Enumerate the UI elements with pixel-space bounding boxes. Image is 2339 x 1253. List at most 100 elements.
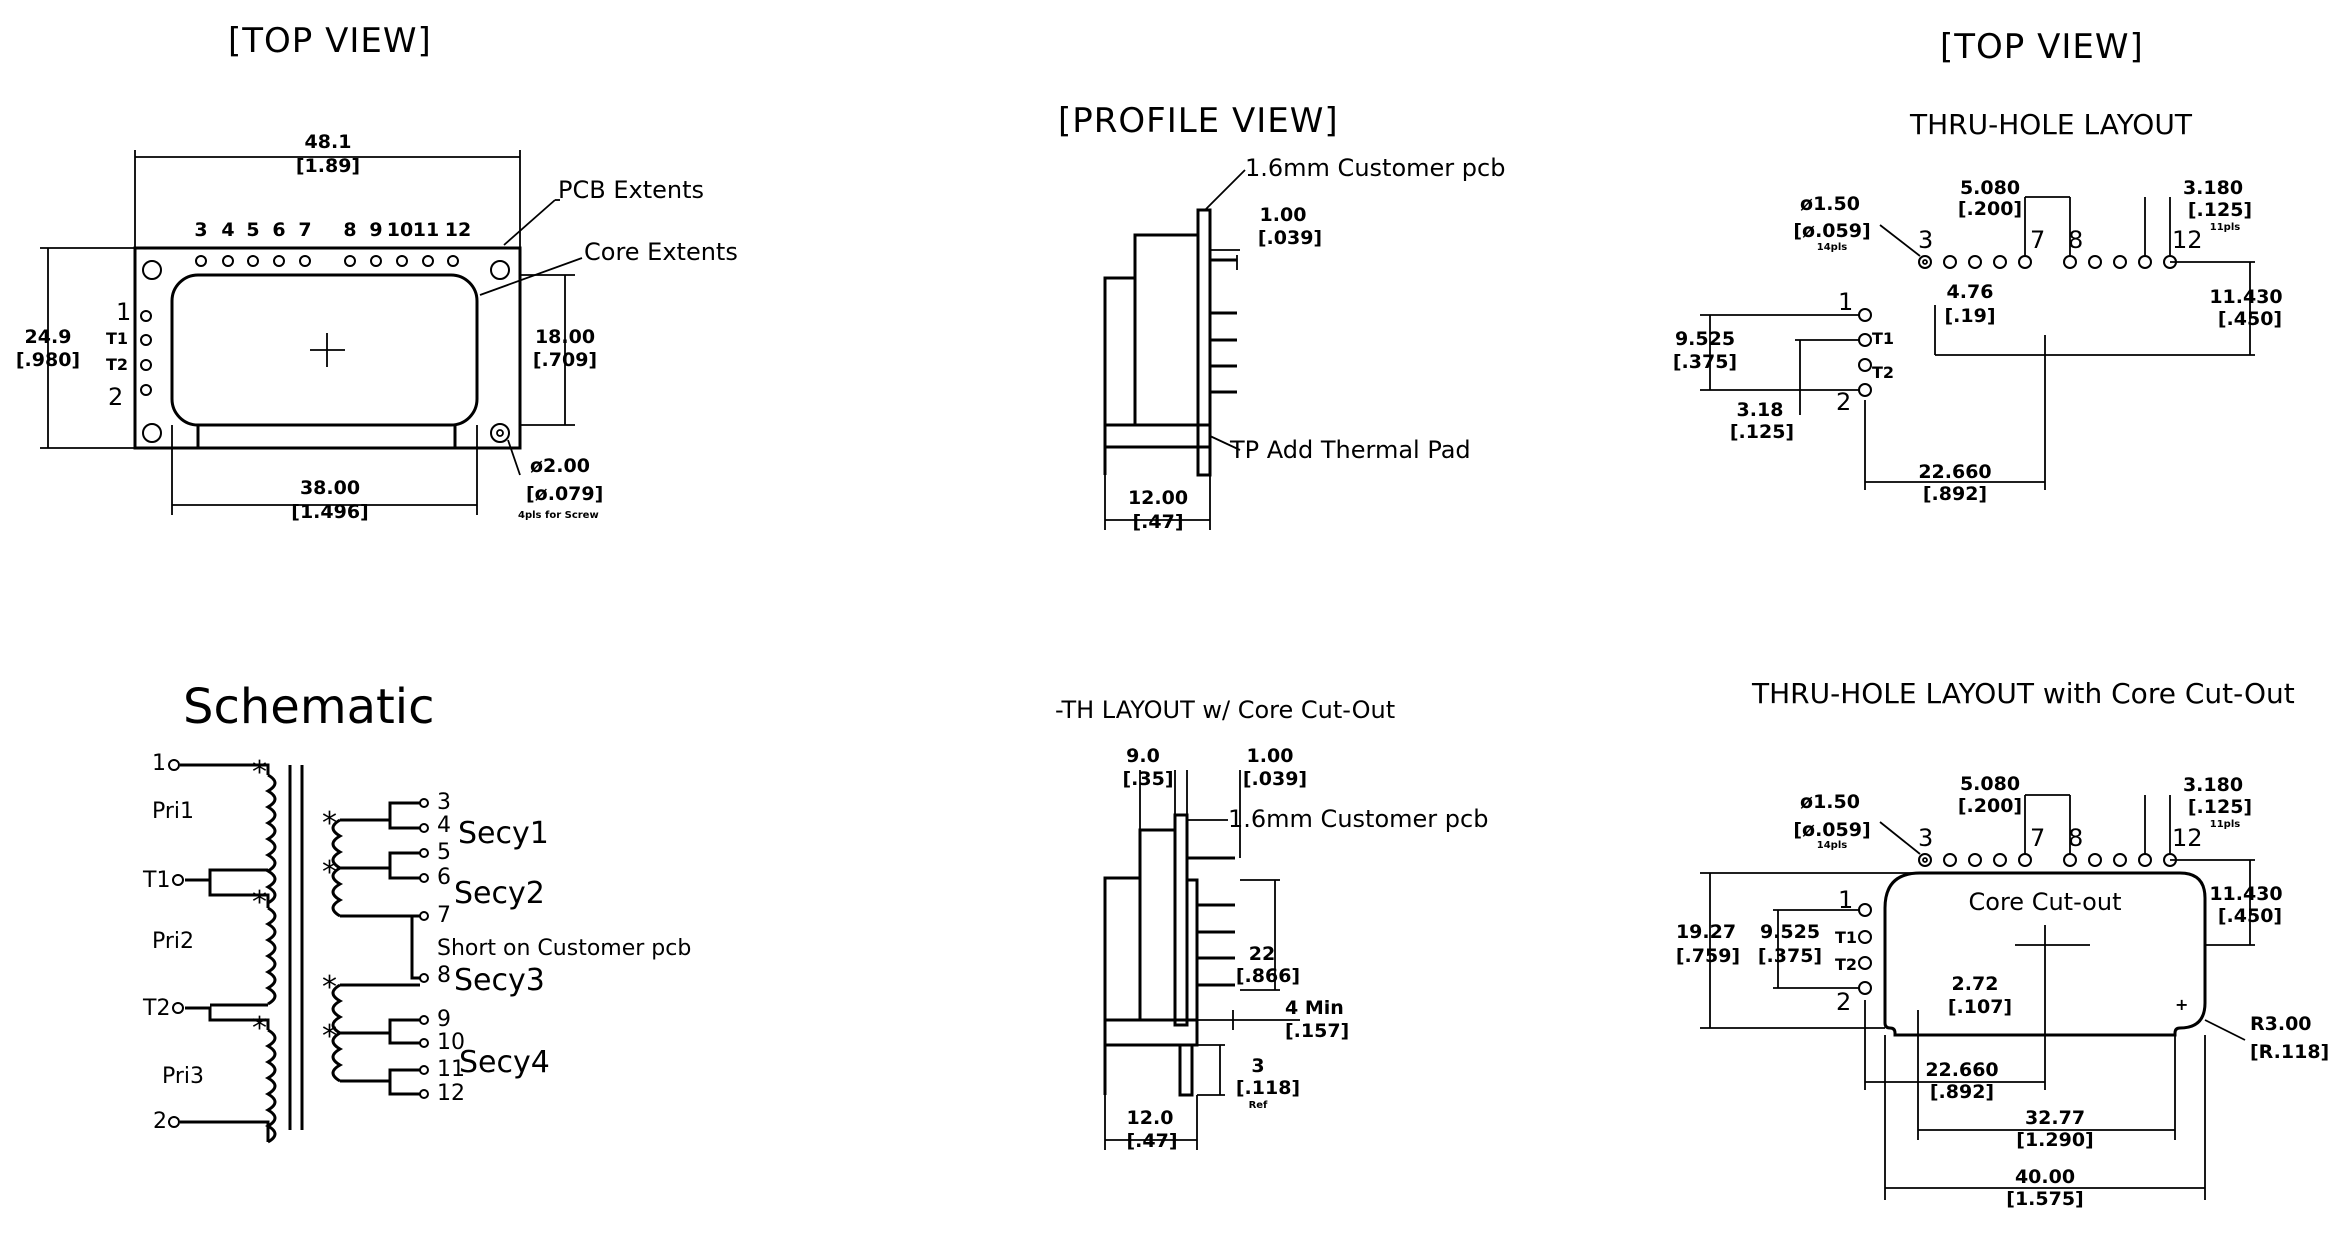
cutout-pin-7-label: 7 xyxy=(2030,824,2045,852)
screw-diameter: ø2.00 xyxy=(530,455,590,477)
sch-pin-8: 8 xyxy=(437,963,451,988)
dim-100: 1.00 xyxy=(1247,745,1294,767)
pin-1-label-r: 1 xyxy=(1838,288,1853,316)
core-height-mm: 18.00 xyxy=(535,326,595,348)
cutout-dim-11430-in: [.450] xyxy=(2218,905,2282,927)
secy2-winding xyxy=(331,866,344,918)
pin-label: 5 xyxy=(246,219,259,241)
pin-t1-label: T1 xyxy=(106,329,128,348)
top-pin-row xyxy=(195,255,459,267)
profile-offset-mm: 1.00 xyxy=(1260,204,1307,226)
pin-label: 12 xyxy=(445,219,471,241)
dim-3-ref: Ref xyxy=(1249,1100,1268,1111)
short-note: Short on Customer pcb xyxy=(437,936,691,961)
dim-90: 9.0 xyxy=(1126,745,1160,767)
profile-pcb-label: 1.6mm Customer pcb xyxy=(1245,154,1505,182)
hole-note: 14pls xyxy=(1817,242,1848,253)
cutout-dim-22660-in: [.892] xyxy=(1930,1081,1994,1103)
cutout-pin-3-label: 3 xyxy=(1918,824,1933,852)
thermal-pad-label: TP Add Thermal Pad xyxy=(1229,436,1471,464)
cutout-dim-1927-in: [.759] xyxy=(1676,945,1740,967)
secy4-winding xyxy=(331,1031,344,1083)
th-cutout-pcb-label: 1.6mm Customer pcb xyxy=(1228,805,1488,833)
dim-318-in: [.125] xyxy=(1730,421,1794,443)
pcb-outline xyxy=(133,246,522,450)
pin-label: 11 xyxy=(413,219,439,241)
thru-hole-pin-row xyxy=(1918,255,2177,269)
width-mm: 48.1 xyxy=(305,131,352,153)
dim-22-in: [.866] xyxy=(1236,965,1300,987)
svg-text:*: * xyxy=(252,755,267,790)
cutout-dim-4000: 40.00 xyxy=(2015,1166,2075,1188)
dim-3-in: [.118] xyxy=(1236,1077,1300,1099)
cutout-pin-row xyxy=(1918,853,2177,867)
dim-4min: 4 Min xyxy=(1285,997,1344,1019)
screw-note: 4pls for Screw xyxy=(518,510,599,521)
cutout-pin-t2-label: T2 xyxy=(1835,955,1857,974)
cutout-hole-diameter: ø1.50 xyxy=(1800,791,1860,813)
pin-label: 4 xyxy=(221,219,234,241)
dim-120-in: [.47] xyxy=(1126,1130,1177,1152)
pin-label: 3 xyxy=(194,219,207,241)
cutout-dim-3277: 32.77 xyxy=(2025,1107,2085,1129)
profile-view-title: [PROFILE VIEW] xyxy=(1058,101,1339,141)
cutout-step-mm: 3.180 xyxy=(2183,774,2243,796)
cutout-hole-diameter-in: [ø.059] xyxy=(1793,819,1870,841)
secy2-label: Secy2 xyxy=(454,876,545,911)
cutout-layout-title: THRU-HOLE LAYOUT with Core Cut-Out xyxy=(1751,677,2295,710)
pin-label: 6 xyxy=(272,219,285,241)
secy3-label: Secy3 xyxy=(454,963,545,998)
top-view-left-title: [TOP VIEW] xyxy=(228,21,432,61)
pri3-winding xyxy=(264,1028,277,1144)
sch-pin-12: 12 xyxy=(437,1081,465,1106)
sch-pin-9: 9 xyxy=(437,1007,451,1032)
svg-text:*: * xyxy=(322,970,337,1005)
profile-width-mm: 12.00 xyxy=(1128,487,1188,509)
pin-label: 7 xyxy=(298,219,311,241)
step-note: 11pls xyxy=(2210,222,2241,233)
pri1-label: Pri1 xyxy=(152,799,194,824)
svg-text:*: * xyxy=(322,855,337,890)
cutout-pitch-mm: 5.080 xyxy=(1960,773,2020,795)
svg-text:*: * xyxy=(322,1019,337,1054)
step-in: [.125] xyxy=(2188,199,2252,221)
cutout-dim-272: 2.72 xyxy=(1952,973,1999,995)
top-view-left: [TOP VIEW] 48.1 [1.89] 3 4 5 6 7 xyxy=(16,21,738,523)
pcb-extents-label: PCB Extents xyxy=(558,176,704,204)
step-mm: 3.180 xyxy=(2183,177,2243,199)
profile-width-in: [.47] xyxy=(1132,511,1183,533)
secy3-winding xyxy=(331,983,344,1035)
pin-label: 9 xyxy=(369,219,382,241)
svg-text:+: + xyxy=(2175,995,2188,1014)
pin-2-label: 2 xyxy=(108,383,123,411)
dim-22: 22 xyxy=(1249,943,1275,965)
pin-t2-label-r: T2 xyxy=(1872,363,1894,382)
pin-12-label: 12 xyxy=(2172,226,2203,254)
pin-t1-label-r: T1 xyxy=(1872,329,1894,348)
pin-8-label: 8 xyxy=(2068,226,2083,254)
dim-3: 3 xyxy=(1251,1055,1264,1077)
core-extents-label: Core Extents xyxy=(584,238,738,266)
cutout-pin-t1-label: T1 xyxy=(1835,928,1857,947)
width-in: [1.89] xyxy=(296,155,360,177)
dim-4min-in: [.157] xyxy=(1285,1020,1349,1042)
cutout-dim-3277-in: [1.290] xyxy=(2016,1129,2093,1151)
cutout-step-note: 11pls xyxy=(2210,819,2241,830)
svg-text:*: * xyxy=(322,806,337,841)
core-cutout-label: Core Cut-out xyxy=(1969,888,2122,916)
dim-90-in: [.35] xyxy=(1122,768,1173,790)
dim-476-in: [.19] xyxy=(1944,305,1995,327)
sch-pin-6: 6 xyxy=(437,865,451,890)
cutout-pitch-in: [.200] xyxy=(1958,795,2022,817)
dim-120: 12.0 xyxy=(1127,1107,1174,1129)
th-cutout-profile: -TH LAYOUT w/ Core Cut-Out 9.0 [.35] 1.0… xyxy=(1055,696,1488,1152)
sch-pin-5: 5 xyxy=(437,840,451,865)
sch-pin-1: 1 xyxy=(152,751,166,776)
sch-pin-2: 2 xyxy=(153,1109,167,1134)
pri2-winding xyxy=(264,906,277,1006)
sch-pin-3: 3 xyxy=(437,790,451,815)
core-outline xyxy=(170,273,479,427)
sch-pin-t1: T1 xyxy=(142,868,170,893)
pin-2-label-r: 2 xyxy=(1836,388,1851,416)
